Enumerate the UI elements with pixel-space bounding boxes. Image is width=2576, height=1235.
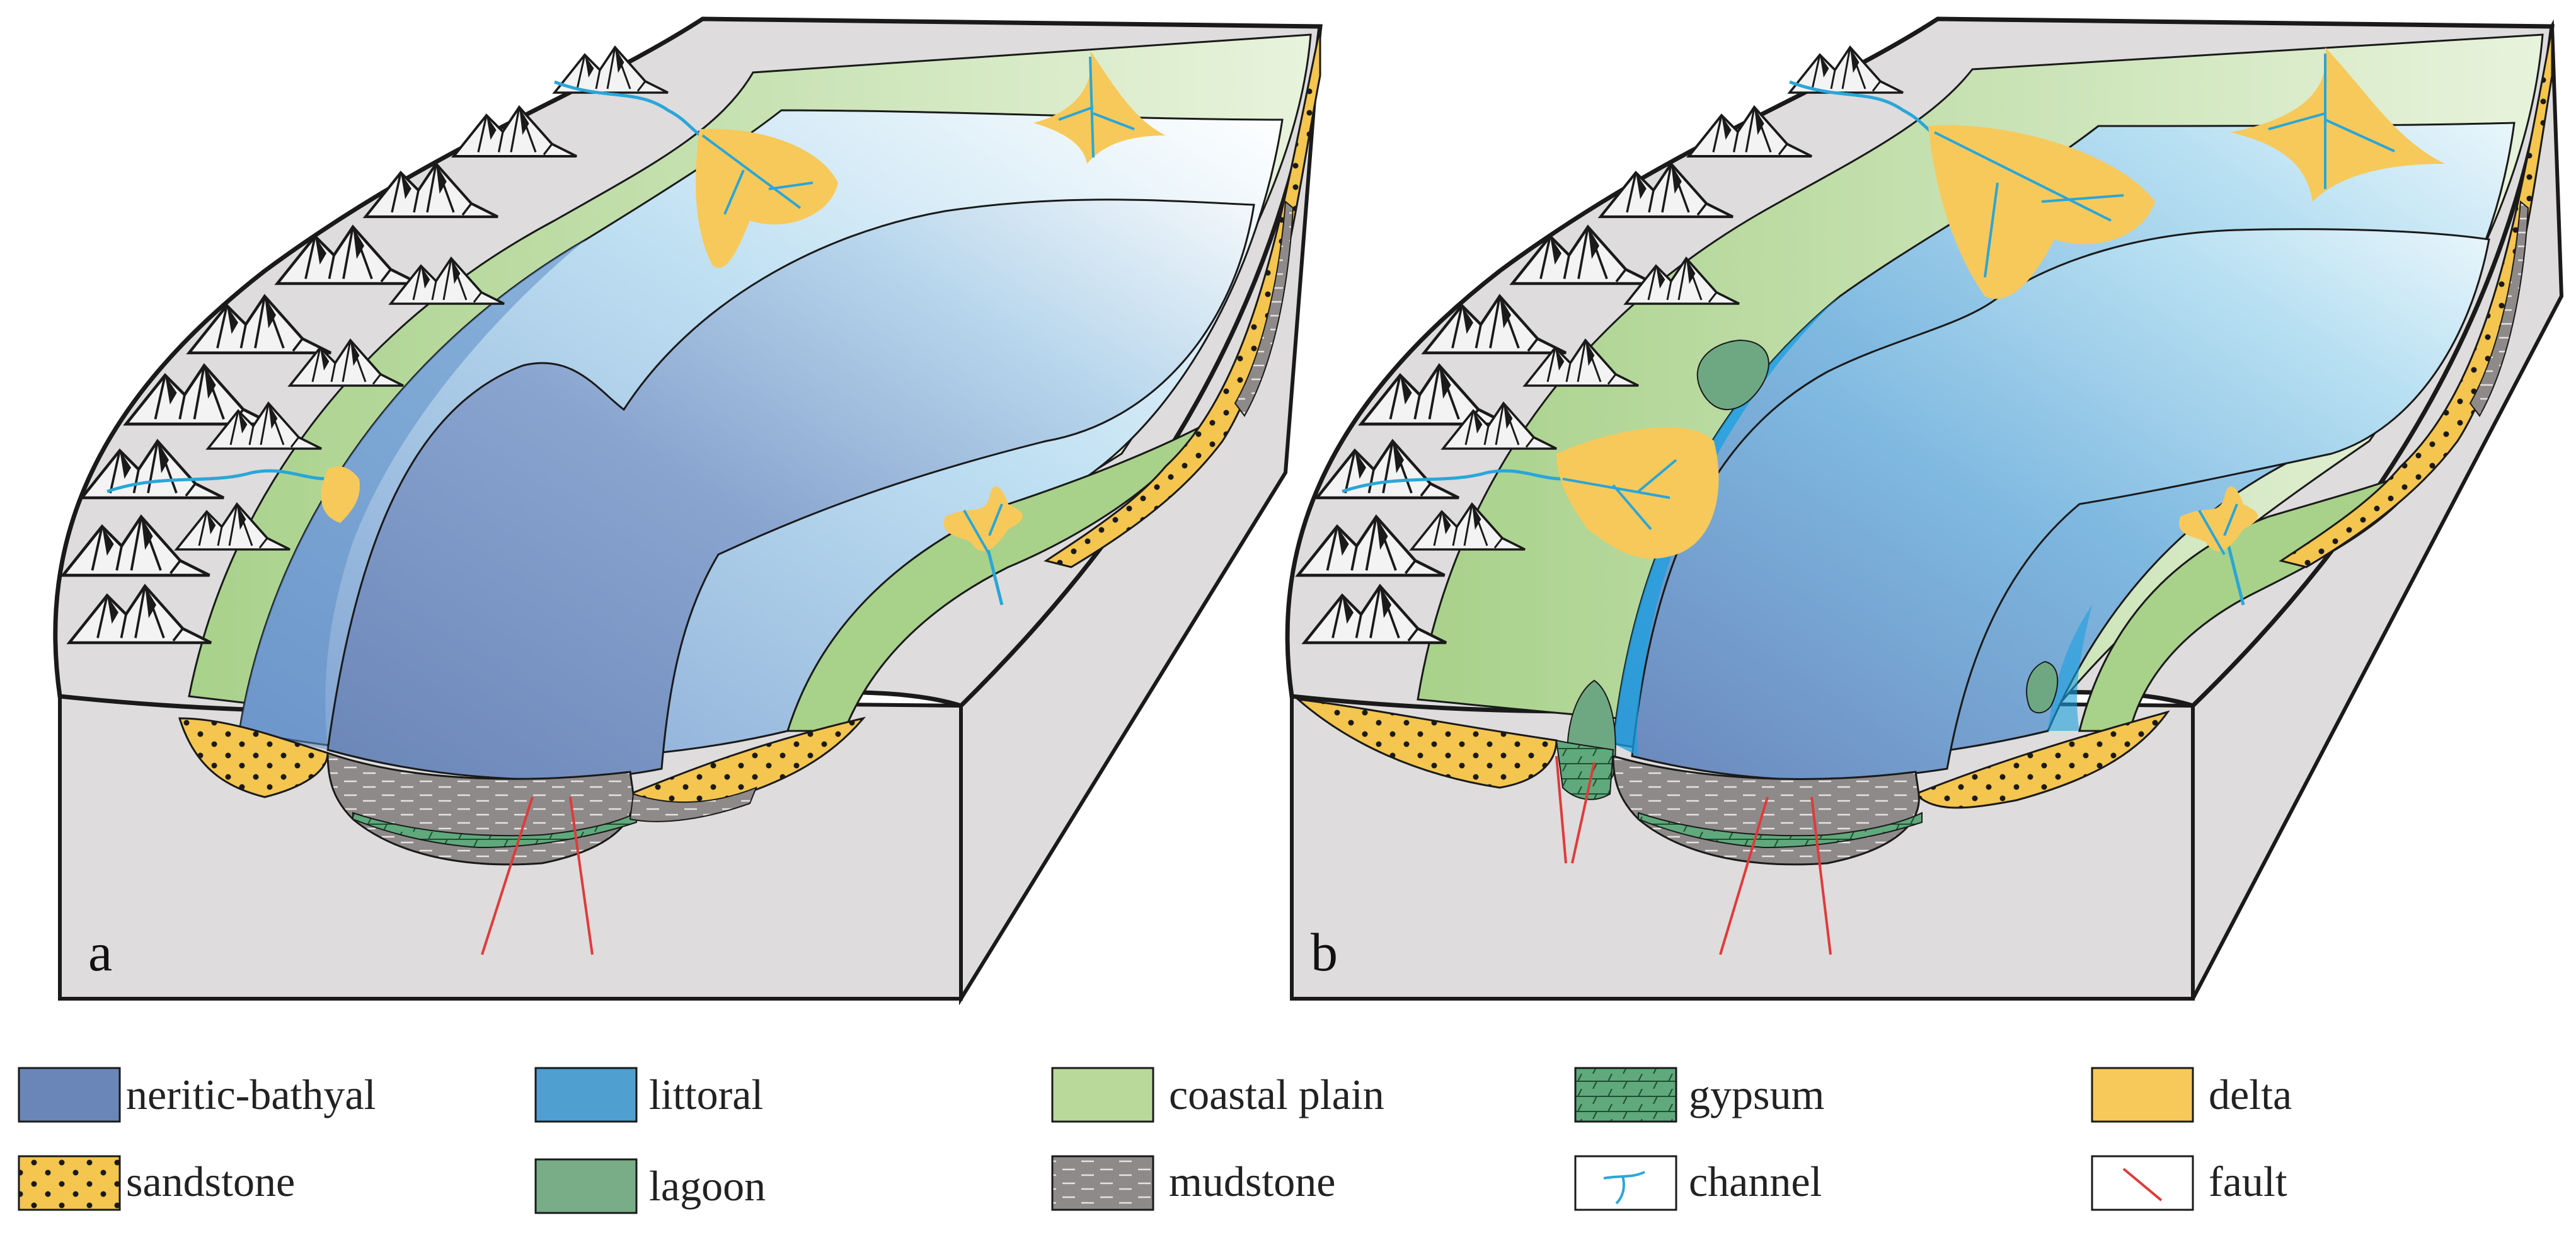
- panel-b-fault-1: [1555, 755, 1567, 864]
- legend: neritic-bathyal littoral coastal plain g…: [18, 1067, 2292, 1214]
- legend-swatch-coastal-plain: [1051, 1067, 1154, 1123]
- panel-a-delta-2: [1033, 50, 1166, 164]
- panel-a-delta-3: [321, 466, 360, 523]
- legend-item-lagoon: lagoon: [534, 1158, 766, 1214]
- channel-icon: [1603, 1171, 1645, 1205]
- legend-item-littoral: littoral: [534, 1067, 763, 1123]
- panel-a-block: a: [53, 16, 1323, 1006]
- panel-b-sandstone-right: [1914, 710, 2170, 809]
- fault-icon: [2122, 1168, 2163, 1202]
- legend-swatch-neritic-bathyal: [18, 1067, 121, 1123]
- legend-swatch-littoral: [534, 1067, 638, 1123]
- legend-swatch-sandstone: [18, 1155, 121, 1211]
- panel-b-delta-1: [1928, 125, 2155, 299]
- legend-label-delta: delta: [2209, 1071, 2292, 1118]
- panel-a-channel-2: [106, 469, 328, 493]
- legend-swatch-channel: [1574, 1155, 1677, 1211]
- panel-b-channel-2: [1342, 469, 1563, 493]
- panel-a-fault-1: [481, 796, 534, 955]
- legend-swatch-gypsum: [1574, 1067, 1677, 1123]
- legend-item-neritic-bathyal: neritic-bathyal: [18, 1067, 376, 1123]
- panel-a-delta-1: [696, 129, 838, 268]
- panel-b-fault-2: [1571, 762, 1596, 864]
- panel-b-lagoon-1: [1696, 339, 1769, 410]
- legend-item-fault: fault: [2091, 1155, 2287, 1211]
- legend-label-lagoon: lagoon: [649, 1162, 766, 1210]
- panel-b-fault-4: [1810, 796, 1832, 955]
- panel-a-channel-1: [554, 80, 707, 141]
- panel-a-letter: a: [88, 922, 112, 982]
- legend-item-delta: delta: [2091, 1067, 2292, 1123]
- legend-label-sandstone: sandstone: [126, 1157, 295, 1205]
- legend-label-neritic-bathyal: neritic-bathyal: [126, 1071, 376, 1118]
- legend-item-mudstone: mudstone: [1051, 1155, 1335, 1211]
- legend-label-coastal-plain: coastal plain: [1169, 1071, 1384, 1118]
- panel-a-fault-2: [569, 796, 594, 955]
- legend-swatch-mudstone: [1051, 1155, 1154, 1211]
- panel-b-gypsum-lagoon: [1555, 739, 1614, 800]
- legend-label-mudstone: mudstone: [1169, 1157, 1335, 1205]
- legend-item-coastal-plain: coastal plain: [1051, 1067, 1384, 1123]
- legend-item-gypsum: gypsum: [1574, 1067, 1824, 1123]
- panel-b-lagoon-2: [2026, 660, 2059, 714]
- panel-b-letter: b: [1311, 922, 1338, 982]
- panel-a-neritic-bathyal: [326, 198, 1255, 781]
- legend-label-channel: channel: [1689, 1157, 1822, 1205]
- panel-a-gypsum: [352, 812, 637, 849]
- legend-label-gypsum: gypsum: [1689, 1071, 1824, 1118]
- panel-b-gypsum: [1638, 812, 1923, 849]
- panel-b-channel-1: [1789, 80, 1942, 141]
- panel-b-fault-3: [1719, 796, 1769, 955]
- legend-label-fault: fault: [2209, 1157, 2287, 1205]
- panel-b-neritic-bathyal: [1631, 228, 2490, 781]
- panel-b-block: b: [1285, 16, 2564, 1001]
- panel-a-sandstone-left: [178, 717, 329, 798]
- legend-label-littoral: littoral: [649, 1071, 763, 1118]
- legend-item-channel: channel: [1574, 1155, 1822, 1211]
- legend-swatch-lagoon: [534, 1158, 638, 1214]
- panel-b-delta-4: [2179, 486, 2258, 551]
- legend-item-sandstone: sandstone: [18, 1155, 295, 1211]
- panel-b-sandstone-left: [1295, 698, 1558, 789]
- legend-swatch-delta: [2091, 1067, 2194, 1123]
- panel-a-delta-4: [944, 486, 1023, 551]
